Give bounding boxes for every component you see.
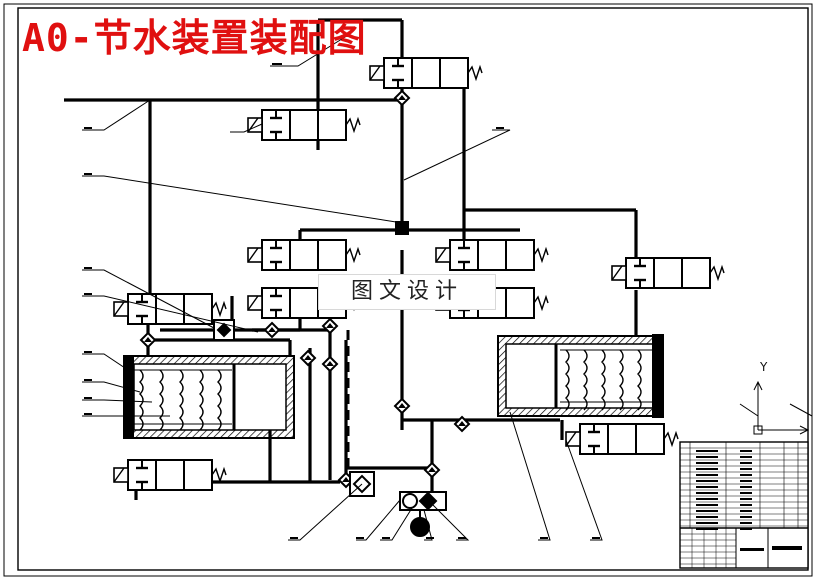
axis-y-label: Y — [760, 360, 768, 374]
inner-border — [17, 7, 809, 571]
outer-border — [3, 3, 813, 577]
solenoid-valve — [565, 423, 679, 455]
pump-group — [399, 491, 447, 537]
drawing-title: A0-节水装置装配图 — [22, 16, 367, 60]
check-valve — [263, 321, 281, 339]
solenoid-valve — [369, 57, 483, 89]
leader-tags — [84, 63, 600, 539]
check-valve — [299, 349, 317, 367]
check-valve — [321, 317, 339, 335]
left-cylinder — [123, 355, 295, 439]
solenoid-valve — [247, 239, 361, 271]
watermark-label: 图文设计 — [318, 274, 496, 310]
check-valves — [139, 89, 471, 489]
solenoid-valve — [611, 257, 725, 289]
solenoid-valve — [113, 459, 227, 491]
solenoid-valve — [113, 293, 227, 325]
check-valve — [321, 355, 339, 373]
leader-lines — [82, 33, 603, 541]
solenoid-valve — [435, 239, 549, 271]
check-valve — [393, 397, 411, 415]
check-valve — [423, 461, 441, 479]
right-cylinder — [497, 334, 664, 418]
check-valve — [393, 89, 411, 107]
solenoid-valve — [247, 109, 361, 141]
title-block — [679, 441, 809, 569]
check-valve — [453, 415, 471, 433]
check-valve — [139, 331, 157, 349]
ucs-axis-icon — [739, 380, 813, 435]
